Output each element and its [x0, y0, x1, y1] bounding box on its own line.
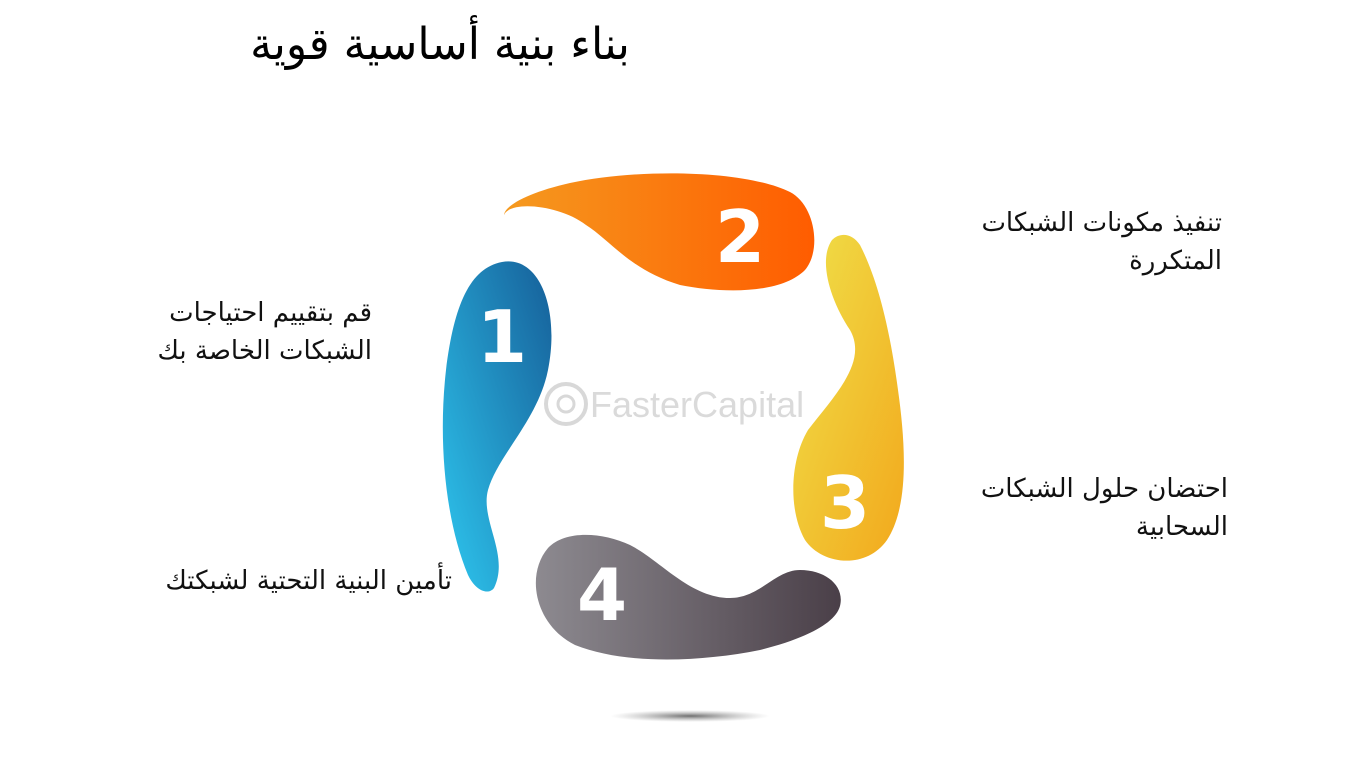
step-2-label-line-1: تنفيذ مكونات الشبكات [981, 208, 1222, 238]
step-3-label: احتضان حلول الشبكات السحابية [981, 470, 1228, 546]
watermark-gear-icon [544, 382, 588, 426]
step-4-label: تأمين البنية التحتية لشبكتك [165, 562, 452, 600]
step-4-number: 4 [577, 553, 627, 637]
step-3-number: 3 [820, 461, 870, 545]
step-2-number: 2 [715, 195, 765, 279]
watermark-text: FasterCapital [590, 384, 804, 425]
step-1-label-line-1: قم بتقييم احتياجات [169, 298, 372, 328]
step-4-label-line-1: تأمين البنية التحتية لشبكتك [165, 566, 452, 596]
step-1-label: قم بتقييم احتياجات الشبكات الخاصة بك [158, 294, 373, 370]
step-2-label: تنفيذ مكونات الشبكات المتكررة [981, 204, 1222, 280]
diagram-title: بناء بنية أساسية قوية [250, 19, 630, 70]
step-1-label-line-2: الشبكات الخاصة بك [157, 336, 373, 366]
step-3-label-line-1: احتضان حلول الشبكات [980, 474, 1228, 504]
step-2-shape [504, 173, 815, 291]
step-4-shape [535, 534, 841, 660]
step-2-label-line-2: المتكررة [1129, 246, 1222, 276]
step-1-number: 1 [477, 295, 527, 379]
ground-shadow [610, 710, 770, 722]
step-3-label-line-2: السحابية [1135, 512, 1228, 542]
step-3-shape [793, 234, 904, 561]
step-1-shape [442, 261, 552, 592]
watermark: FasterCapital [544, 382, 804, 426]
